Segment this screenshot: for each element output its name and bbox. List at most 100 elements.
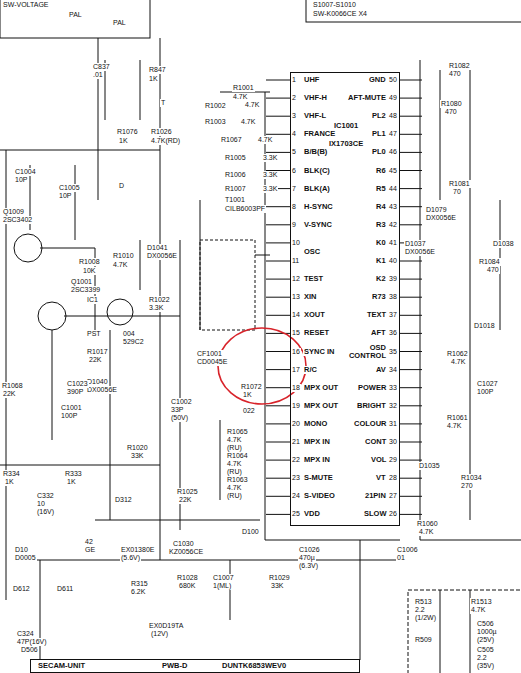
pin-lead bbox=[400, 80, 422, 81]
component-label: 100P bbox=[60, 412, 78, 420]
component-label: D100 bbox=[241, 528, 260, 536]
pin-name: VT bbox=[375, 474, 387, 482]
pin-lead bbox=[400, 387, 422, 388]
component-label: 2SC3402 bbox=[2, 216, 33, 224]
component-label: 70 bbox=[452, 188, 462, 196]
component-label: 4.7K bbox=[450, 358, 466, 366]
component-label: R513 bbox=[414, 598, 433, 606]
pin-number: 38 bbox=[388, 293, 398, 301]
component-label: 1K bbox=[148, 75, 159, 83]
component-label: CILB6003PF bbox=[224, 205, 266, 213]
component-label: R509 bbox=[414, 636, 433, 644]
component-label: (6.3V) bbox=[298, 562, 319, 570]
pin-name: CONT bbox=[364, 438, 387, 446]
component-label: 1K bbox=[242, 391, 253, 399]
component-label: DX0056E bbox=[146, 252, 178, 260]
pin-name: BRIGHT bbox=[356, 402, 387, 410]
component-label: R1022 bbox=[148, 296, 171, 304]
component-label: T1001 bbox=[224, 196, 246, 204]
component-label: D1018 bbox=[473, 322, 496, 330]
component-label: (12V) bbox=[150, 630, 169, 638]
pin-lead bbox=[400, 405, 422, 406]
pin-lead bbox=[266, 206, 290, 207]
pin-number: 49 bbox=[388, 94, 398, 102]
component-label: R1062 bbox=[446, 350, 469, 358]
component-label: (35V) bbox=[476, 662, 495, 670]
component-label: 3.3K bbox=[148, 304, 164, 312]
pin-name: TEXT bbox=[366, 311, 387, 319]
component-label: R1025 bbox=[176, 488, 199, 496]
pin-lead bbox=[266, 460, 290, 461]
pin-name: TEST bbox=[303, 275, 324, 283]
component-label: R1005 bbox=[224, 154, 247, 162]
component-label: CF1001 bbox=[196, 350, 223, 358]
pin-name: H-SYNC bbox=[303, 203, 334, 211]
pin-lead bbox=[266, 405, 290, 406]
component-label: 529C2 bbox=[122, 338, 145, 346]
pin-name: K2 bbox=[375, 275, 387, 283]
ic-name: IX1703CE bbox=[328, 140, 364, 148]
component-label: DX0056E bbox=[425, 214, 457, 222]
component-label: .01 bbox=[92, 71, 104, 79]
component-label: C1006 bbox=[396, 546, 419, 554]
component-label: D312 bbox=[114, 496, 133, 504]
component-label: 22K bbox=[88, 356, 102, 364]
pin-number: 23 bbox=[291, 474, 301, 482]
ic-name: IC1001 bbox=[333, 122, 359, 130]
pin-lead bbox=[400, 351, 422, 352]
component-label: D0005 bbox=[14, 554, 37, 562]
pin-name: R6 bbox=[375, 167, 387, 175]
pin-number: 4 bbox=[291, 130, 297, 138]
pin-name: MONO bbox=[303, 420, 328, 428]
component-label: D1035 bbox=[418, 462, 441, 470]
component-label: GE bbox=[84, 546, 96, 554]
component-label: R1008 bbox=[78, 258, 101, 266]
pin-lead bbox=[400, 261, 422, 262]
component-label: R1080 bbox=[440, 100, 463, 108]
pin-number: 2 bbox=[291, 94, 297, 102]
component-label: R1084 bbox=[478, 258, 501, 266]
pin-number: 3 bbox=[291, 112, 297, 120]
component-label: (50V) bbox=[170, 414, 189, 422]
component-label: R1068 bbox=[1, 382, 24, 390]
pin-lead bbox=[400, 206, 422, 207]
component-label: CD0045E bbox=[196, 358, 228, 366]
pin-number: 22 bbox=[291, 456, 301, 464]
component-label: SW-K0066CE X4 bbox=[312, 10, 368, 18]
pin-lead bbox=[266, 478, 290, 479]
pin-name: S-MUTE bbox=[303, 474, 334, 482]
pin-number: 45 bbox=[388, 167, 398, 175]
pin-name: XIN bbox=[303, 293, 318, 301]
pin-number: 26 bbox=[388, 510, 398, 518]
component-label: D612 bbox=[12, 585, 31, 593]
component-label: C837 bbox=[92, 63, 111, 71]
component-label: 4.7K bbox=[244, 101, 260, 109]
component-label: 10P bbox=[58, 192, 72, 200]
pin-number: 27 bbox=[388, 492, 398, 500]
component-label: DX0056E bbox=[86, 386, 118, 394]
pin-name: SLOW bbox=[363, 510, 388, 518]
component-label: 22K bbox=[178, 496, 192, 504]
pin-name: MPX IN bbox=[303, 456, 331, 464]
component-label: 022 bbox=[242, 407, 256, 415]
component-label: D611 bbox=[56, 585, 74, 593]
pin-number: 30 bbox=[388, 438, 398, 446]
pin-name: XOUT bbox=[303, 311, 326, 319]
component-label: (5.6V) bbox=[120, 554, 141, 562]
component-label: EX0D19TA bbox=[148, 622, 185, 630]
component-label: R1007 bbox=[224, 185, 247, 193]
component-label: 1(ML) bbox=[212, 582, 232, 590]
component-label: R1028 bbox=[176, 574, 199, 582]
pin-lead bbox=[400, 116, 422, 117]
pin-name: R4 bbox=[375, 203, 387, 211]
component-label: D1038 bbox=[492, 240, 515, 248]
pin-lead bbox=[400, 478, 422, 479]
component-label: C1002 bbox=[170, 398, 193, 406]
component-label: (1/2W) bbox=[414, 614, 437, 622]
component-label: C1007 bbox=[212, 574, 235, 582]
component-label: C1030 bbox=[172, 540, 195, 548]
component-label: 33K bbox=[270, 582, 284, 590]
component-label: T bbox=[160, 99, 166, 107]
component-label: 3.3K bbox=[262, 185, 278, 193]
pin-lead bbox=[266, 261, 290, 262]
